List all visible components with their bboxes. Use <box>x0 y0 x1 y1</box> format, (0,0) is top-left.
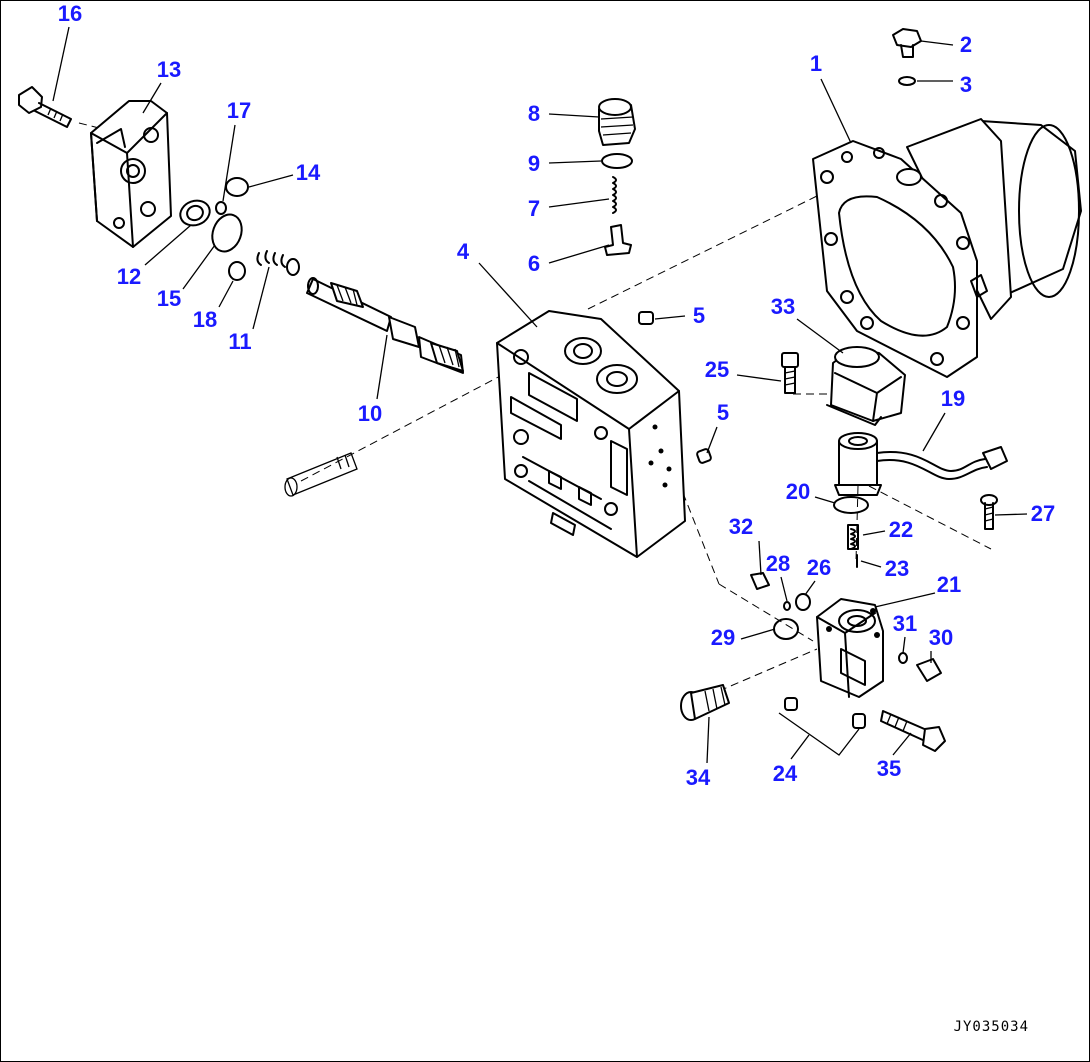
callout-c9: 9 <box>527 151 541 176</box>
callout-c16: 16 <box>57 1 83 26</box>
callout-c1: 1 <box>809 51 823 76</box>
part-13-cover <box>90 100 172 248</box>
callout-c17: 17 <box>226 98 252 123</box>
part-30-plug <box>916 658 942 682</box>
callout-c25: 25 <box>704 357 730 382</box>
part-31-o-ring <box>898 652 908 664</box>
part-9-o-ring <box>601 153 633 169</box>
part-12-seal <box>179 199 211 227</box>
part-7-spring <box>612 176 617 214</box>
callout-c5b: 5 <box>716 400 730 425</box>
callout-c20: 20 <box>785 479 811 504</box>
callout-c28: 28 <box>765 551 791 576</box>
callout-c7: 7 <box>527 196 541 221</box>
callout-c5a: 5 <box>692 303 706 328</box>
callout-c3: 3 <box>959 72 973 97</box>
part-22-spring <box>850 528 856 550</box>
callout-c2: 2 <box>959 32 973 57</box>
drawing-id: JY035034 <box>953 1019 1029 1035</box>
part-15-o-ring <box>211 213 243 253</box>
callout-c35: 35 <box>876 756 902 781</box>
part-27-screw <box>980 494 998 530</box>
callout-c10: 10 <box>357 401 383 426</box>
callout-c30: 30 <box>928 625 954 650</box>
callout-c13: 13 <box>156 57 182 82</box>
part-35-bolt <box>880 710 946 752</box>
part-25-bolt <box>781 352 799 394</box>
callout-c12: 12 <box>116 264 142 289</box>
part-16-bolt <box>18 86 72 128</box>
callout-c11: 11 <box>228 329 252 354</box>
parts-20-22-23 <box>833 496 869 568</box>
leader-lines <box>52 26 1028 764</box>
part-6-poppet <box>604 224 632 256</box>
part-26-o-ring <box>795 593 811 611</box>
part-2-3-plug <box>892 28 922 86</box>
callout-c14: 14 <box>295 160 321 185</box>
part-19-sensor <box>834 432 1008 496</box>
callout-c21: 21 <box>936 572 962 597</box>
part-34-check-valve <box>680 684 730 721</box>
o-rings-left <box>211 177 249 281</box>
callout-c26: 26 <box>806 555 832 580</box>
callout-c32: 32 <box>728 514 754 539</box>
part-20-o-ring <box>833 496 869 514</box>
part-29-o-ring <box>773 618 799 640</box>
callout-c6: 6 <box>527 251 541 276</box>
callout-c15: 15 <box>156 286 182 311</box>
callout-c29: 29 <box>710 625 736 650</box>
part-18-o-ring <box>228 261 246 281</box>
part-33-solenoid <box>826 346 906 426</box>
hidden-stub <box>284 452 358 497</box>
callout-c27: 27 <box>1030 501 1056 526</box>
callout-c4: 4 <box>456 239 470 264</box>
part-32-plug <box>750 572 770 590</box>
part-1-motor-housing <box>812 118 1082 378</box>
part-10-spool <box>306 277 464 374</box>
callout-c24: 24 <box>772 761 798 786</box>
relief-valve-parts <box>598 98 636 256</box>
callout-c22: 22 <box>888 517 914 542</box>
callout-c8: 8 <box>527 101 541 126</box>
callout-c31: 31 <box>892 611 918 636</box>
part-11-spring <box>256 250 300 276</box>
callout-c19: 19 <box>940 386 966 411</box>
part-28-o-ring <box>783 601 791 611</box>
part-14-o-ring <box>225 177 249 197</box>
part-4-valve-body <box>496 310 686 558</box>
part-17-o-ring <box>215 201 227 215</box>
callout-c18: 18 <box>192 307 218 332</box>
part-21-valve-block <box>816 598 884 698</box>
callout-c33: 33 <box>770 294 796 319</box>
part-24-plugs <box>784 697 866 729</box>
callout-c23: 23 <box>884 556 910 581</box>
callout-c34: 34 <box>685 765 711 790</box>
